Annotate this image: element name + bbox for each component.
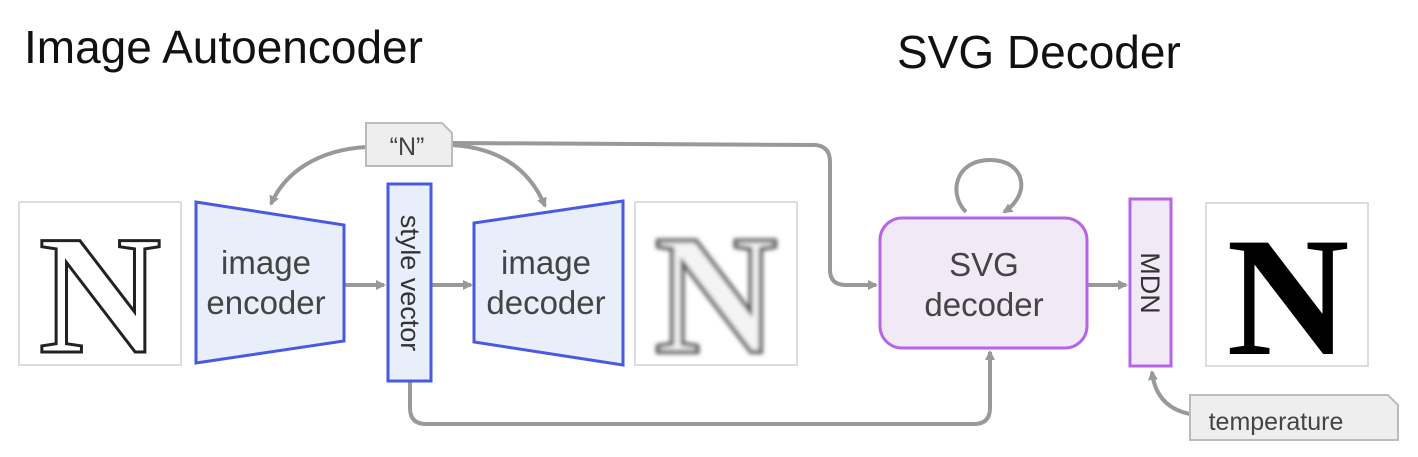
temperature-label: temperature xyxy=(1209,408,1344,436)
image-encoder-label-line1: image xyxy=(221,244,311,281)
mdn-label: MDN xyxy=(1135,252,1165,314)
image-decoder-block: image decoder xyxy=(472,199,625,367)
class-to-decoder-arrow xyxy=(451,143,547,208)
style-vector-label: style vector xyxy=(395,215,425,352)
reconstructed-glyph: N xyxy=(655,201,778,389)
class-to-encoder-arrow xyxy=(269,145,367,206)
style-vector-block: style vector xyxy=(386,182,433,383)
input-glyph-image: N xyxy=(18,200,182,391)
svg-decoder-label-line1: SVG xyxy=(949,246,1019,283)
image-encoder-block: image encoder xyxy=(194,200,346,365)
svg-decoder-block: SVG decoder xyxy=(878,216,1089,350)
image-autoencoder-title: Image Autoencoder xyxy=(24,21,423,73)
class-label-text: “N” xyxy=(390,133,425,161)
image-decoder-label-line1: image xyxy=(501,244,591,281)
reconstructed-glyph-image: N xyxy=(634,199,798,391)
style-to-svg-decoder-arrow xyxy=(408,350,995,426)
class-to-svg-decoder-arrow xyxy=(451,141,878,290)
image-encoder-label-line2: encoder xyxy=(206,284,325,321)
mdn-block: MDN xyxy=(1128,197,1173,368)
output-glyph-image: N xyxy=(1205,202,1369,391)
svg-decoder-label-line2: decoder xyxy=(924,286,1043,323)
image-decoder-label-line2: decoder xyxy=(486,284,605,321)
temperature-to-mdn-arrow xyxy=(1147,370,1191,416)
svg-decoder-title: SVG Decoder xyxy=(897,26,1181,78)
recurrent-loop-arrow xyxy=(954,157,1024,214)
input-glyph: N xyxy=(39,201,162,389)
output-glyph: N xyxy=(1227,203,1350,391)
class-label-tag: “N” xyxy=(365,122,453,167)
temperature-tag: temperature xyxy=(1189,394,1399,441)
